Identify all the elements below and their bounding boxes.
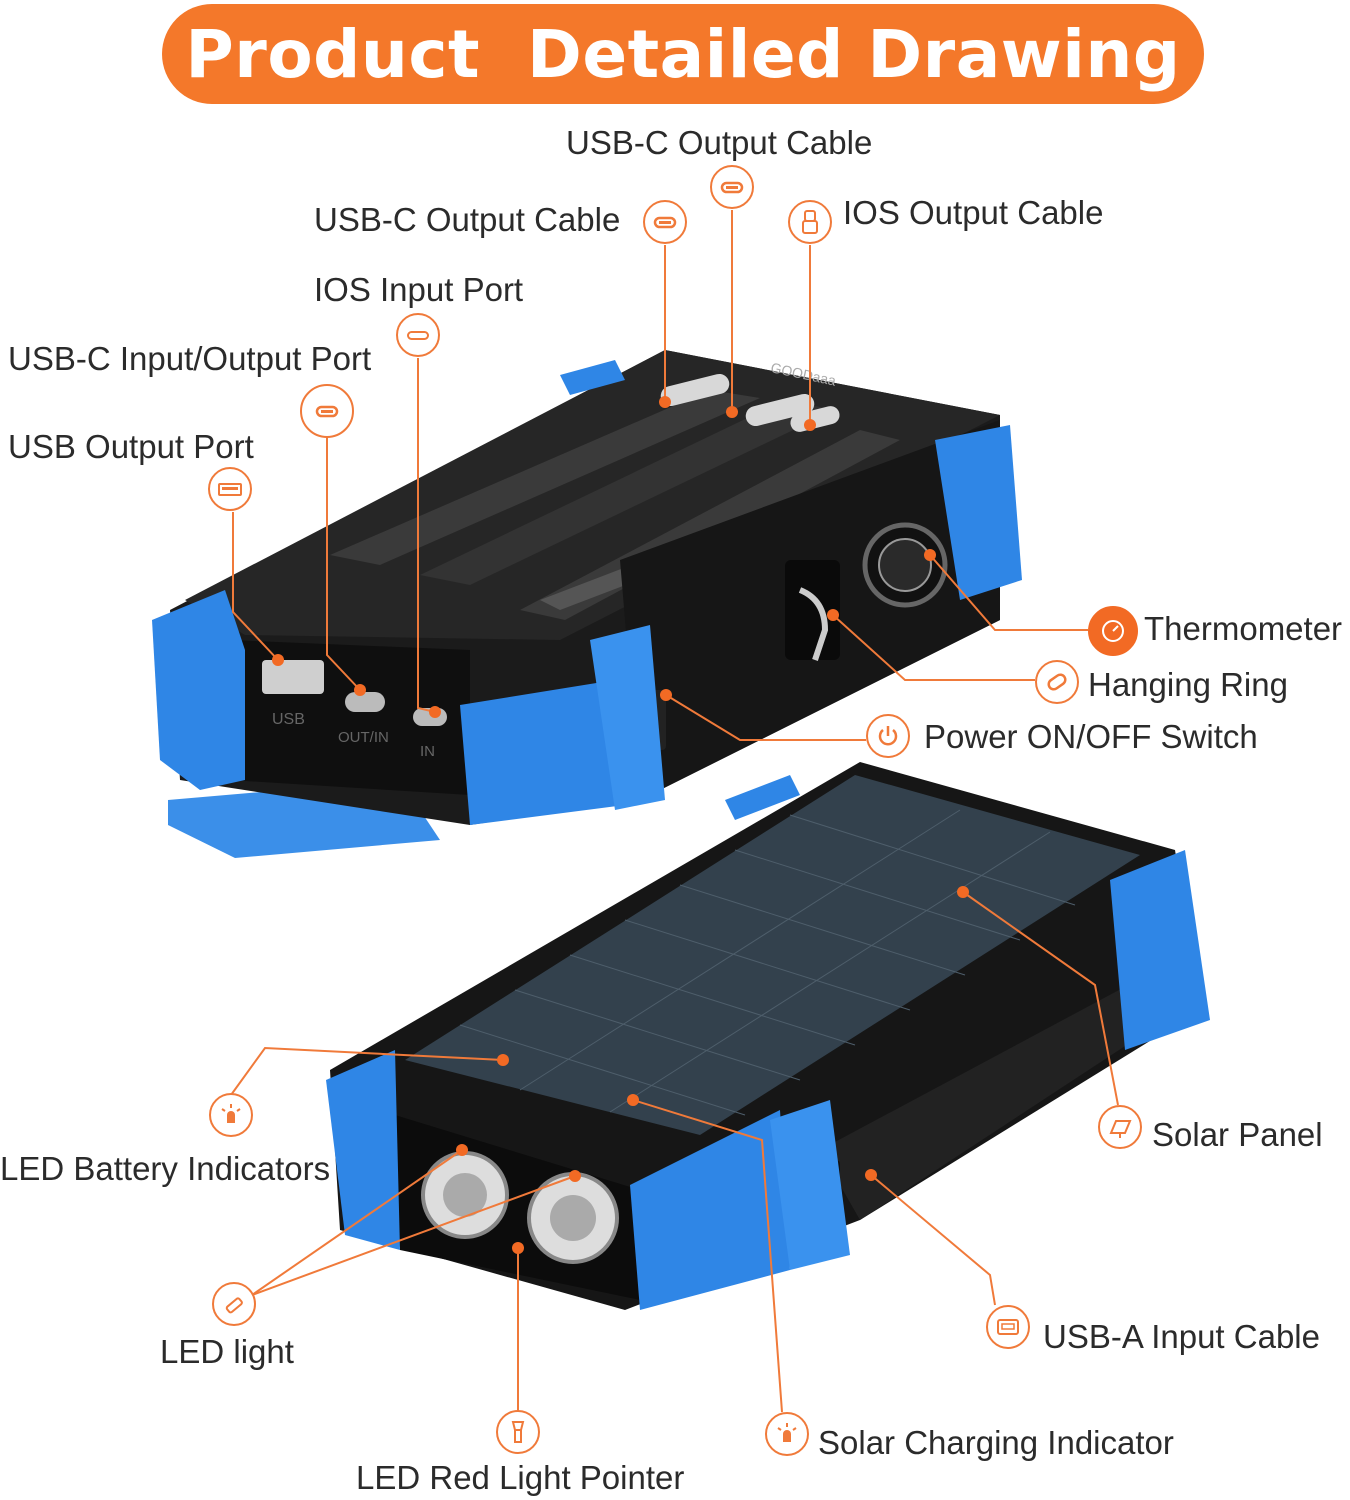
solar-panel-icon xyxy=(1098,1105,1142,1149)
indicator-lamp-icon xyxy=(765,1412,809,1456)
label-usbc-output-cable-top: USB-C Output Cable xyxy=(566,124,873,161)
usb-c-port-icon xyxy=(643,200,687,244)
callout-dots xyxy=(272,396,969,1254)
page-title: Product Detailed Drawing xyxy=(185,15,1181,93)
power-icon xyxy=(866,714,910,758)
label-led-light: LED light xyxy=(160,1333,294,1370)
usb-a-plug-icon xyxy=(986,1305,1030,1349)
indicator-lamp-icon xyxy=(209,1093,253,1137)
lightning-port-icon xyxy=(396,313,440,357)
usb-a-port-icon xyxy=(208,467,252,511)
power-bank-bottom-view xyxy=(326,762,1210,1310)
usb-a-port xyxy=(262,660,324,694)
label-hanging-ring: Hanging Ring xyxy=(1088,666,1288,703)
label-led-red-light-pointer: LED Red Light Pointer xyxy=(356,1459,685,1496)
flashlight-icon xyxy=(212,1282,256,1326)
carabiner-icon xyxy=(1035,660,1079,704)
usb-c-port-icon xyxy=(300,384,354,438)
lightning-plug-icon xyxy=(788,200,832,244)
hanging-ring xyxy=(798,587,829,661)
title-banner: Product Detailed Drawing xyxy=(162,4,1204,104)
label-ios-input-port: IOS Input Port xyxy=(314,271,524,308)
port-label-outin: OUT/IN xyxy=(338,729,389,746)
thermometer-dial-icon xyxy=(1088,606,1138,656)
label-usbc-io-port: USB-C Input/Output Port xyxy=(8,340,372,377)
label-solar-charging-indicator: Solar Charging Indicator xyxy=(818,1424,1174,1461)
label-usba-input-cable: USB-A Input Cable xyxy=(1043,1318,1320,1355)
solar-panel xyxy=(405,775,1140,1135)
port-label-usb: USB xyxy=(272,711,305,728)
usb-c-port xyxy=(345,692,385,712)
label-led-battery-indicators: LED Battery Indicators xyxy=(0,1150,331,1187)
label-power-switch: Power ON/OFF Switch xyxy=(924,718,1258,755)
power-bank-top-view: USB OUT/IN IN GOODaaa xyxy=(152,350,1022,858)
label-usbc-output-cable-left: USB-C Output Cable xyxy=(314,201,621,238)
label-usb-output-port: USB Output Port xyxy=(8,428,254,465)
label-solar-panel: Solar Panel xyxy=(1152,1116,1323,1153)
label-thermometer: Thermometer xyxy=(1144,610,1343,647)
pointer-light-icon xyxy=(496,1410,540,1454)
port-label-in: IN xyxy=(420,743,435,760)
label-ios-output-cable: IOS Output Cable xyxy=(843,194,1104,231)
usb-c-port-icon xyxy=(710,165,754,209)
